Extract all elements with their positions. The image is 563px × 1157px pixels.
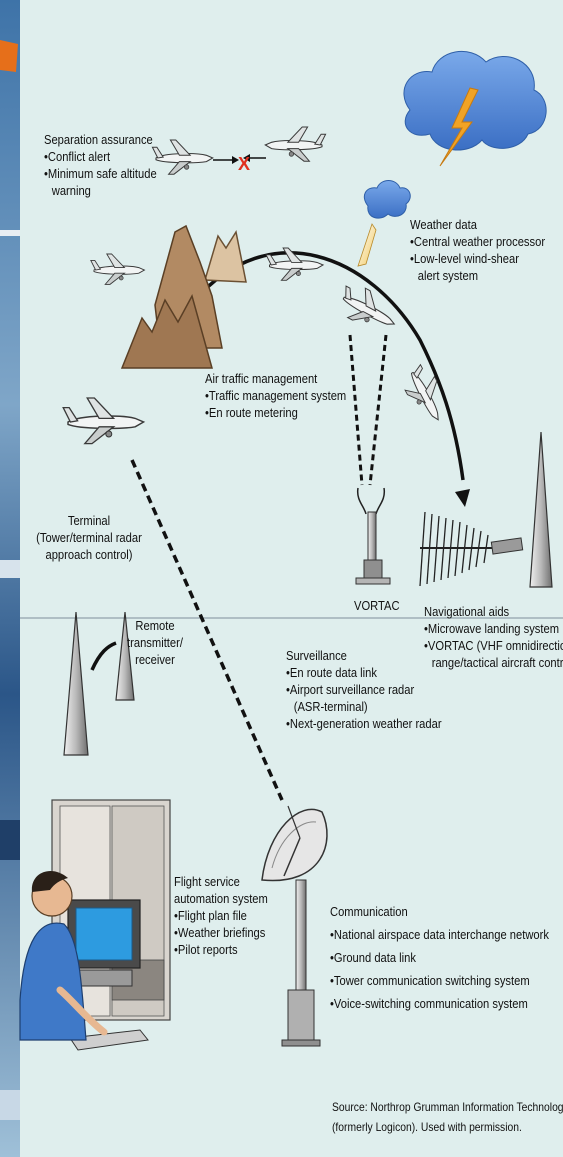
separation-item: Minimum safe altitude — [44, 165, 157, 182]
surveillance-item: En route data link — [286, 664, 442, 681]
plane-left-mountain — [91, 254, 145, 284]
radar-dish-icon — [262, 806, 327, 1046]
flight-path-arc — [195, 253, 463, 480]
flight-service-item: Weather briefings — [174, 924, 268, 941]
plane-terminal — [63, 398, 143, 444]
side-photo-strip — [0, 0, 20, 1157]
terminal-line: Terminal — [25, 512, 154, 529]
source-line: (formerly Logicon). Used with permission… — [332, 1119, 563, 1135]
communication-label: Communication National airspace data int… — [330, 903, 549, 1012]
source-line: Source: Northrop Grumman Information Tec… — [332, 1099, 563, 1115]
vortac-signal-right — [370, 335, 386, 485]
navaids-item: VORTAC (VHF omnidirectional — [424, 637, 563, 654]
flight-service-item: Pilot reports — [174, 941, 268, 958]
separation-item: Conflict alert — [44, 148, 157, 165]
separation-title: Separation assurance — [44, 131, 157, 148]
weather-item: Central weather processor — [410, 233, 545, 250]
remote-transmitter-label: Remote transmitter/ receiver — [108, 617, 203, 668]
source-credit: Source: Northrop Grumman Information Tec… — [332, 1099, 563, 1135]
navaids-item: Microwave landing system — [424, 620, 563, 637]
atm-item: En route metering — [205, 404, 346, 421]
storm-cloud-icon — [404, 51, 546, 166]
conflict-plane-right — [265, 127, 325, 161]
remote-line: receiver — [108, 651, 203, 668]
surveillance-item: Next-generation weather radar — [286, 715, 442, 732]
communication-title: Communication — [330, 903, 549, 920]
mountains-illustration — [122, 226, 246, 368]
communication-item: National airspace data interchange netwo… — [330, 926, 549, 943]
remote-line: transmitter/ — [108, 634, 203, 651]
flight-service-title: Flight service — [174, 873, 268, 890]
communication-item: Ground data link — [330, 949, 549, 966]
surveillance-item: Airport surveillance radar — [286, 681, 442, 698]
terminal-label: Terminal (Tower/terminal radar approach … — [25, 512, 154, 563]
communication-item: Tower communication switching system — [330, 972, 549, 989]
weather-item-continuation: alert system — [410, 267, 545, 284]
surveillance-title: Surveillance — [286, 647, 442, 664]
small-cloud-icon — [358, 181, 410, 267]
atm-title: Air traffic management — [205, 370, 346, 387]
weather-data-label: Weather data Central weather processor L… — [410, 216, 545, 284]
communication-item: Voice-switching communication system — [330, 995, 549, 1012]
flight-path-arrowhead — [455, 489, 470, 507]
surveillance-label: Surveillance En route data link Airport … — [286, 647, 442, 732]
terminal-line: approach control) — [25, 546, 154, 563]
vortac-tower-icon — [356, 488, 390, 584]
flight-service-label: Flight service automation system Flight … — [174, 873, 268, 958]
weather-item: Low-level wind-shear — [410, 250, 545, 267]
vortac-signal-left — [350, 335, 362, 485]
surveillance-item-continuation: (ASR-terminal) — [286, 698, 442, 715]
microwave-landing-antenna — [420, 432, 552, 587]
air-traffic-management-label: Air traffic management Traffic managemen… — [205, 370, 346, 421]
navigational-aids-label: Navigational aids Microwave landing syst… — [424, 603, 563, 671]
remote-line: Remote — [108, 617, 203, 634]
weather-title: Weather data — [410, 216, 545, 233]
flight-service-workstation — [20, 800, 170, 1050]
separation-assurance-label: Separation assurance Conflict alert Mini… — [44, 131, 157, 199]
separation-item-continuation: warning — [44, 182, 157, 199]
terminal-line: (Tower/terminal radar — [25, 529, 154, 546]
navaids-item-continuation: range/tactical aircraft control) — [424, 654, 563, 671]
vortac-label: VORTAC — [354, 597, 400, 614]
conflict-plane-left — [152, 140, 212, 174]
plane-descending — [333, 280, 402, 339]
conflict-x-mark: X — [238, 154, 250, 174]
flight-service-title: automation system — [174, 890, 268, 907]
flight-service-item: Flight plan file — [174, 907, 268, 924]
atm-item: Traffic management system — [205, 387, 346, 404]
navaids-title: Navigational aids — [424, 603, 563, 620]
